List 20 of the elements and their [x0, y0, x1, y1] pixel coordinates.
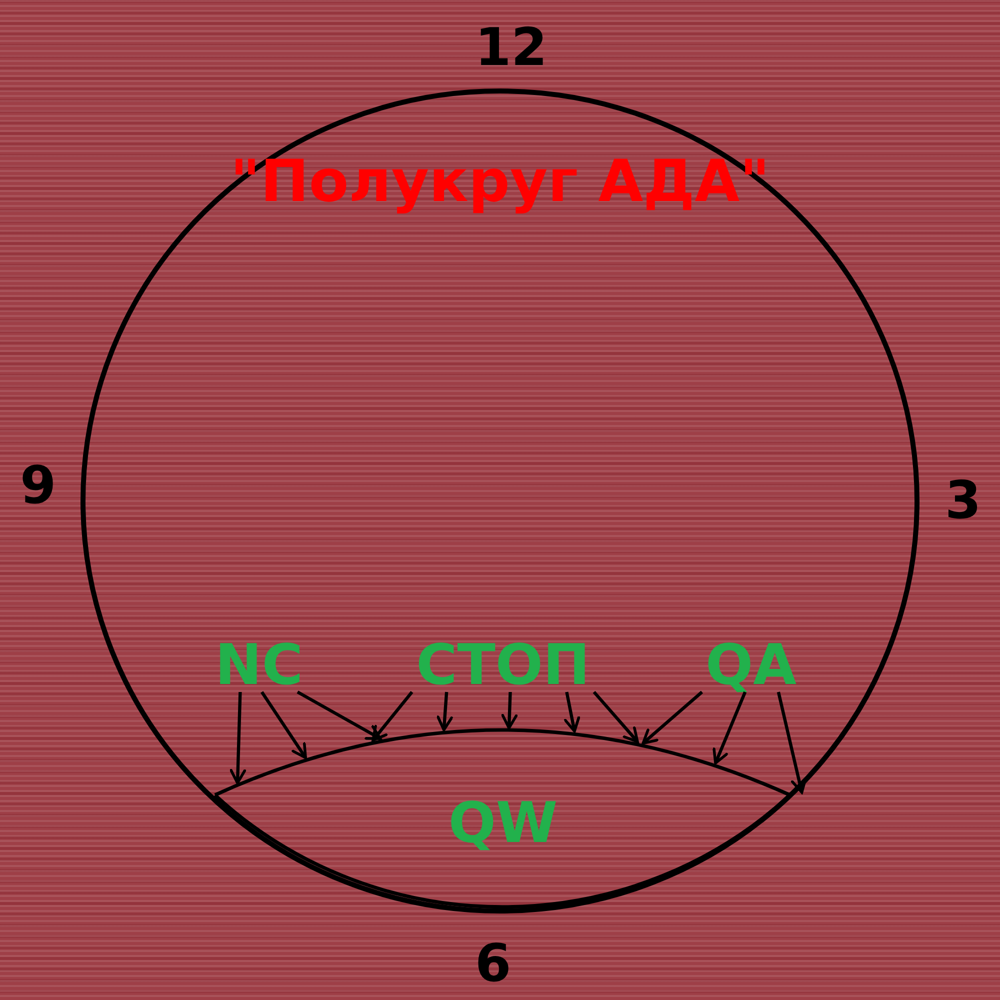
clock-number: 12 — [475, 22, 548, 74]
node-label: NC — [212, 638, 306, 690]
arrow — [372, 691, 414, 742]
arrow — [564, 692, 580, 733]
arrow — [776, 692, 807, 794]
clock-circle — [80, 88, 920, 914]
arrow — [230, 692, 246, 784]
arrow — [436, 692, 453, 732]
clock-number: 9 — [20, 460, 56, 512]
arrow — [712, 691, 747, 764]
arrow — [260, 691, 307, 760]
node-label: QA — [702, 638, 800, 690]
arrow — [501, 692, 518, 730]
arrow — [642, 690, 704, 745]
node-label: СТОП — [412, 638, 594, 690]
clock-number: 3 — [945, 475, 982, 527]
clock-number: 6 — [475, 938, 512, 990]
segment-label: QW — [447, 796, 559, 852]
arrow — [296, 690, 382, 740]
arrow — [592, 690, 639, 744]
